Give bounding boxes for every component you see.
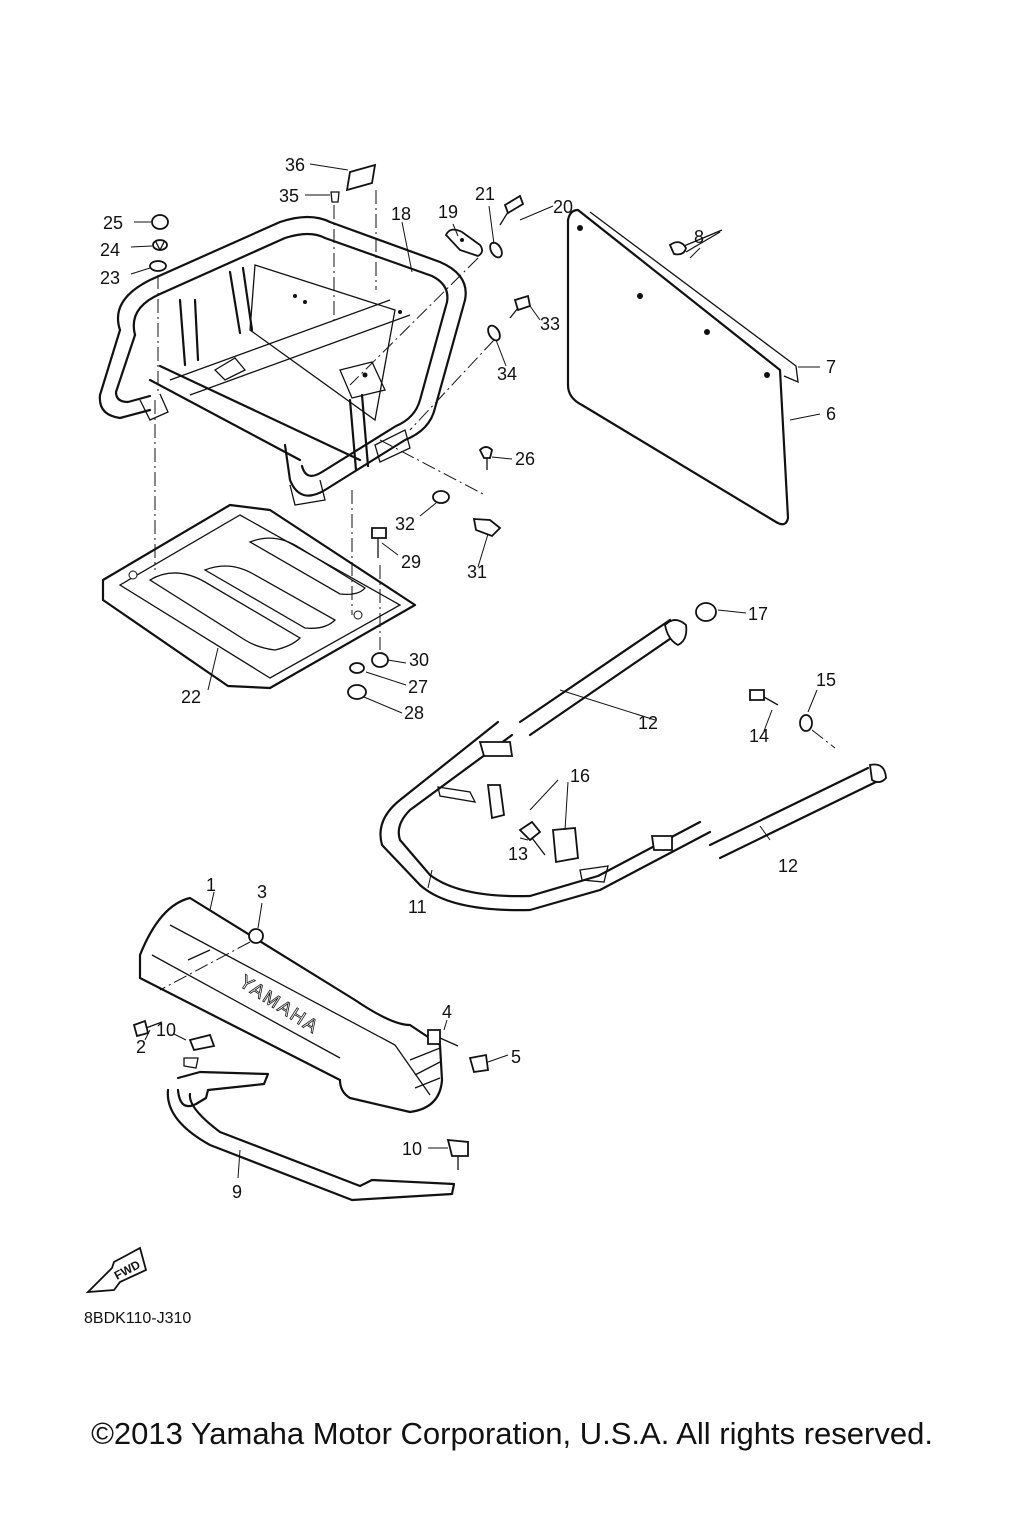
callout-31: 31 <box>467 562 487 582</box>
callout-10b: 10 <box>402 1139 422 1159</box>
callout-6: 6 <box>826 404 836 424</box>
callout-30: 30 <box>409 650 429 670</box>
callout-9: 9 <box>232 1182 242 1202</box>
bumper-bracket <box>166 1033 469 1202</box>
callout-24: 24 <box>100 240 120 260</box>
callout-8: 8 <box>694 227 704 247</box>
copyright-notice: ©2013 Yamaha Motor Corporation, U.S.A. A… <box>91 1416 933 1451</box>
front-bumper: YAMAHA <box>132 896 490 1114</box>
callout-13: 13 <box>508 844 528 864</box>
fasteners-19-21-33-34 <box>349 194 532 431</box>
callout-26: 26 <box>515 449 535 469</box>
leader-lines <box>130 163 821 1179</box>
fasteners-23-25 <box>149 214 169 395</box>
clip-35 <box>330 191 340 203</box>
callout-3: 3 <box>257 882 267 902</box>
callout-labels: 1 2 3 4 5 6 7 8 9 10 10 11 12 12 13 14 1… <box>100 155 836 1202</box>
callout-33: 33 <box>540 314 560 334</box>
callout-15: 15 <box>816 670 836 690</box>
callout-34: 34 <box>497 364 517 384</box>
callout-11: 11 <box>408 897 427 917</box>
callout-7: 7 <box>826 357 836 377</box>
callout-14: 14 <box>749 726 769 746</box>
callout-2: 2 <box>136 1037 146 1057</box>
callout-19: 19 <box>438 202 458 222</box>
callout-23: 23 <box>100 268 120 288</box>
bolts-26-29-31-32 <box>351 439 502 615</box>
skid-plate <box>101 400 417 700</box>
callout-12a: 12 <box>638 713 658 733</box>
callout-22: 22 <box>181 687 201 707</box>
callout-32: 32 <box>395 514 415 534</box>
callout-17: 17 <box>748 604 768 624</box>
callout-18: 18 <box>391 204 411 224</box>
diagram-code: 8BDK110-J310 <box>84 1310 192 1327</box>
callout-35: 35 <box>279 186 299 206</box>
callout-5: 5 <box>511 1047 521 1067</box>
callout-1: 1 <box>206 875 216 895</box>
rear-frame <box>379 602 887 912</box>
callout-10a: 10 <box>156 1020 176 1040</box>
bumper-brand-text: YAMAHA <box>235 972 323 1039</box>
callout-12b: 12 <box>778 856 798 876</box>
fwd-arrow-icon: FWD <box>85 1246 148 1294</box>
callout-27: 27 <box>408 677 428 697</box>
cargo-rack <box>98 215 467 506</box>
callout-25: 25 <box>103 213 123 233</box>
callout-20: 20 <box>553 197 573 217</box>
callout-29: 29 <box>401 552 421 572</box>
pad-36 <box>345 163 377 192</box>
callout-36: 36 <box>285 155 305 175</box>
license-plate <box>566 208 799 526</box>
callout-16: 16 <box>570 766 590 786</box>
callout-21: 21 <box>475 184 495 204</box>
callout-4: 4 <box>442 1002 452 1022</box>
callout-28: 28 <box>404 703 424 723</box>
